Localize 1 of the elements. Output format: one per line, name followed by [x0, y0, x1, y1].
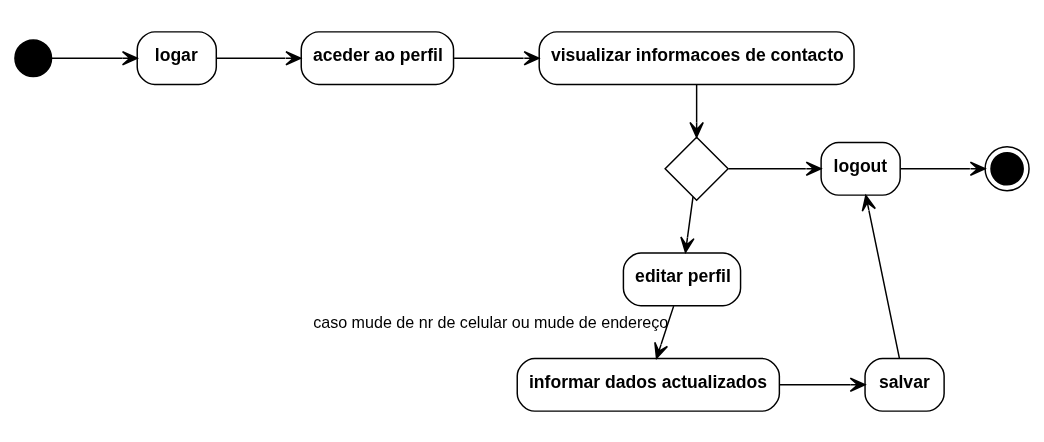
edge-label: caso mude de nr de celular ou mude de endereço	[313, 312, 669, 331]
